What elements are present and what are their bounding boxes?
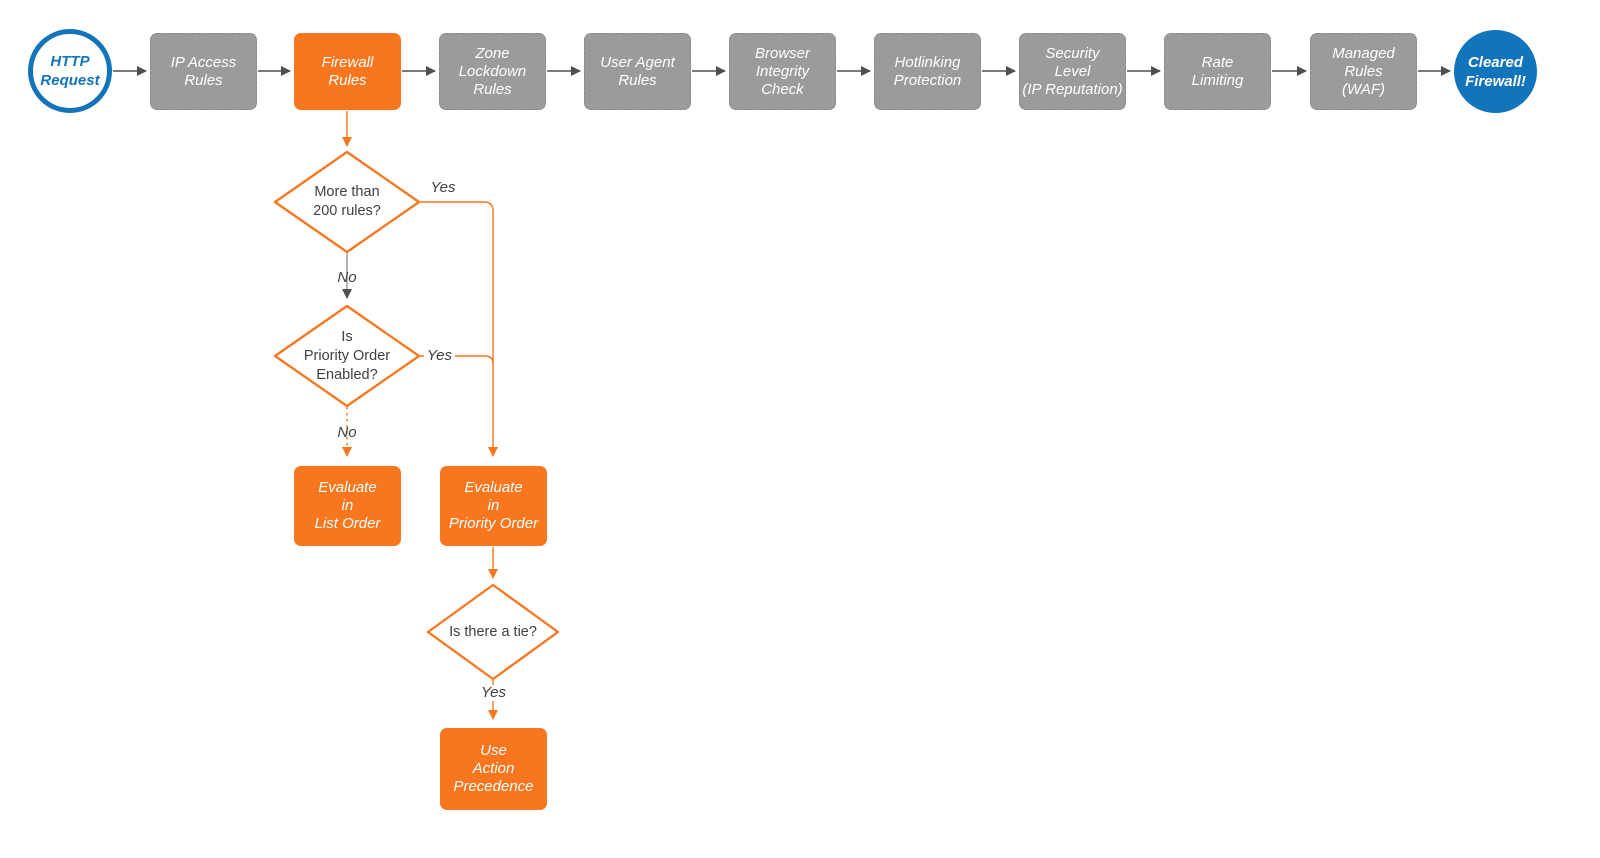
edge-label-decision3-yes: Yes — [478, 685, 510, 701]
edge-label-decision1-no: No — [337, 269, 357, 286]
node-managed-rules-waf: Managed Rules (WAF) — [1310, 33, 1417, 110]
edge-label-decision1-yes: Yes — [430, 179, 456, 196]
node-rate-limiting: Rate Limiting — [1164, 33, 1271, 110]
decision-priority-order-enabled: Is Priority Order Enabled? — [303, 329, 391, 383]
node-zone-lockdown-rules: Zone Lockdown Rules — [439, 33, 546, 110]
node-firewall-rules: Firewall Rules — [294, 33, 401, 110]
edge-label-decision2-yes: Yes — [424, 348, 456, 364]
connector-decision2-yes-merge — [420, 355, 494, 365]
node-hotlinking-protection: Hotlinking Protection — [874, 33, 981, 110]
node-cleared-firewall: Cleared Firewall! — [1454, 30, 1537, 113]
node-ip-access-rules: IP Access Rules — [150, 33, 257, 110]
decision-is-there-a-tie: Is there a tie? — [449, 624, 537, 640]
node-evaluate-in-list-order: Evaluate in List Order — [294, 466, 401, 546]
edge-label-decision2-no: No — [337, 424, 357, 441]
node-browser-integrity-check: Browser Integrity Check — [729, 33, 836, 110]
node-security-level-ip-reputation: Security Level (IP Reputation) — [1019, 33, 1126, 110]
decision-diamond-shape-1 — [273, 150, 421, 254]
decision-diamond-shape-3 — [426, 583, 560, 681]
node-http-request: HTTP Request — [28, 29, 112, 113]
connector-decision1-yes-to-priority-order — [420, 201, 498, 457]
node-user-agent-rules: User Agent Rules — [584, 33, 691, 110]
node-evaluate-in-priority-order: Evaluate in Priority Order — [440, 466, 547, 546]
decision-more-than-200-rules: More than 200 rules? — [313, 184, 381, 219]
node-use-action-precedence: Use Action Precedence — [440, 728, 547, 810]
decision-diamond-shape-2 — [273, 304, 421, 408]
